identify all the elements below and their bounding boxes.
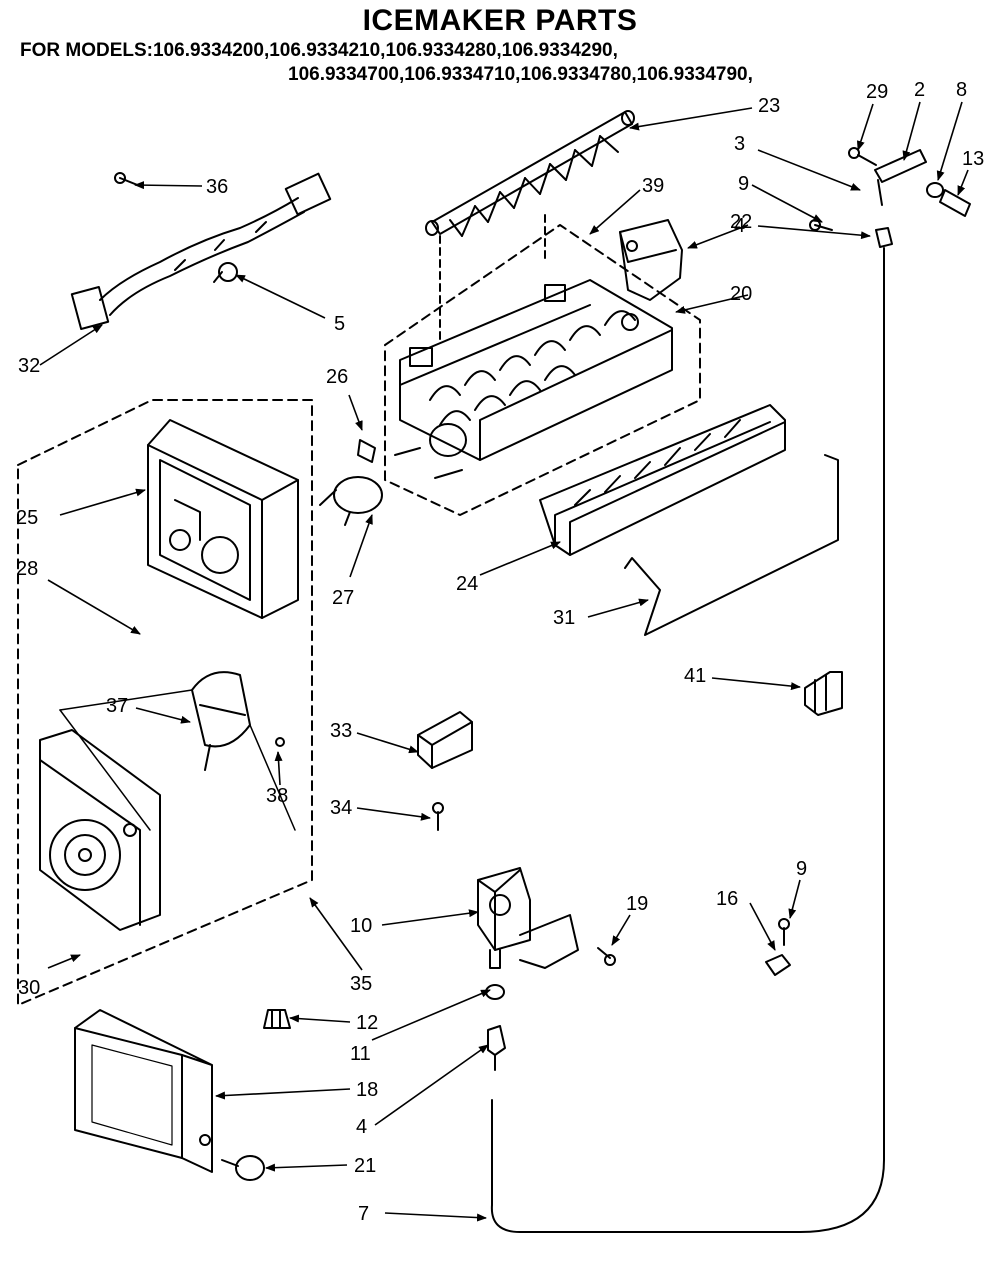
callout-leaders [39, 101, 969, 1222]
ice-mold [394, 279, 673, 479]
callout-c36: 36 [206, 176, 228, 198]
callout-c4b: 4 [356, 1116, 367, 1138]
shutoff-arm [624, 454, 839, 636]
callout-c39: 39 [642, 175, 664, 197]
callout-c41: 41 [684, 665, 706, 687]
callout-c3: 3 [734, 133, 745, 155]
callout-c33: 33 [330, 720, 352, 742]
callout-c9a: 9 [738, 173, 749, 195]
callout-c16: 16 [716, 888, 738, 910]
page-title: ICEMAKER PARTS [362, 4, 638, 37]
callout-c19: 19 [626, 893, 648, 915]
knob-21 [221, 1155, 265, 1181]
callout-c30: 30 [18, 977, 40, 999]
callout-c11: 11 [350, 1043, 371, 1065]
screw-36 [114, 172, 141, 187]
tube-clamp-16 [765, 954, 791, 976]
mold-heater-switch [319, 476, 383, 526]
mold-cover [619, 219, 683, 301]
callout-c25: 25 [16, 507, 38, 529]
ferrule-4-lower [487, 1025, 506, 1071]
callout-c13: 13 [962, 148, 984, 170]
bracket-33 [417, 711, 473, 769]
callout-c22: 22 [730, 211, 752, 233]
ejector-bar [425, 110, 635, 237]
access-cover [74, 1009, 213, 1173]
callout-c12: 12 [356, 1012, 378, 1034]
models-line-1: FOR MODELS:106.9334200,106.9334210,106.9… [20, 40, 618, 61]
callout-c27: 27 [332, 587, 354, 609]
retainer-clip [804, 671, 843, 716]
wire-harness [70, 172, 332, 331]
compression-nut-11 [485, 984, 505, 1000]
mounting-plate [39, 729, 161, 931]
callout-c28: 28 [16, 558, 38, 580]
water-tube-7 [490, 247, 885, 1233]
callout-c35: 35 [350, 973, 372, 995]
callout-c10: 10 [350, 915, 372, 937]
models-line-2: 106.9334700,106.9334710,106.9334780,106.… [288, 64, 753, 85]
callout-c2: 2 [914, 79, 925, 101]
screw-34 [432, 802, 444, 831]
wire-clamp-5 [213, 262, 238, 283]
callout-c32: 32 [18, 355, 40, 377]
control-housing [147, 419, 299, 619]
drive-motor [191, 671, 285, 771]
callout-c26: 26 [326, 366, 348, 388]
callout-c34: 34 [330, 797, 352, 819]
control-assembly-boundary [17, 399, 313, 1006]
water-valve [477, 867, 579, 969]
callout-c20: 20 [730, 283, 752, 305]
fill-cup-housing [539, 404, 786, 556]
callout-c38: 38 [266, 785, 288, 807]
callout-c21: 21 [354, 1155, 376, 1177]
callout-c23: 23 [758, 95, 780, 117]
grommet-12 [263, 1009, 291, 1029]
callout-c4a: 4 [734, 215, 745, 237]
callout-c31: 31 [553, 607, 575, 629]
callout-c24: 24 [456, 573, 478, 595]
callout-c8: 8 [956, 79, 967, 101]
callout-c18: 18 [356, 1079, 378, 1101]
screw-9-lower [778, 918, 790, 946]
callout-c7: 7 [358, 1203, 369, 1225]
callout-c5: 5 [334, 313, 345, 335]
screw-19 [597, 947, 616, 966]
callout-c37: 37 [106, 695, 128, 717]
callout-c9b: 9 [796, 858, 807, 880]
callout-c29: 29 [866, 81, 888, 103]
mold-assembly-boundary [384, 224, 701, 516]
thermostat-26 [357, 439, 376, 463]
